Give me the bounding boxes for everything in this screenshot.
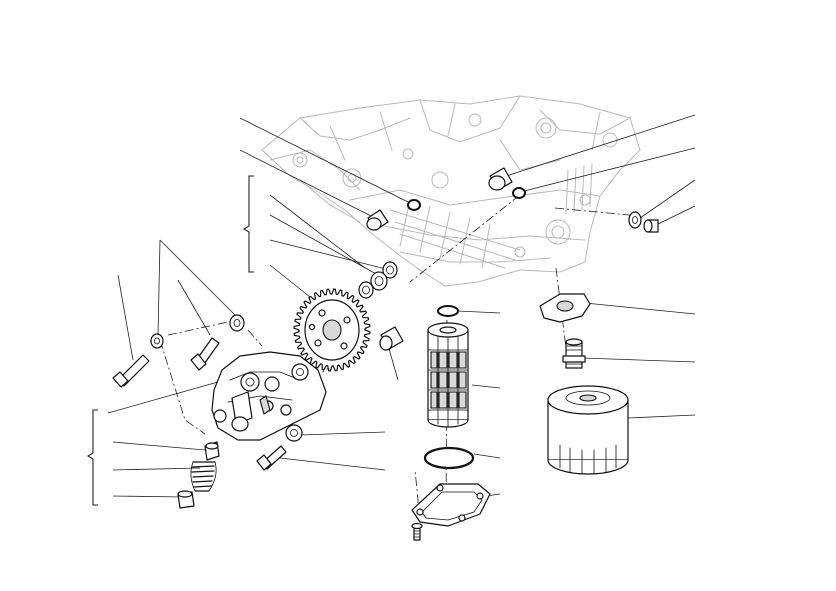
oil-pump-body	[211, 351, 327, 441]
dowel-pin-right	[488, 167, 513, 191]
pump-bush	[379, 326, 404, 351]
filter-adapter-plate	[539, 293, 591, 323]
oil-pump-gear	[293, 288, 371, 372]
pump-washer-left	[150, 333, 164, 349]
brackets	[86, 175, 254, 506]
o-ring-upper-left	[407, 199, 421, 211]
seal-washer-1	[382, 261, 398, 279]
cover-screw	[411, 522, 423, 541]
oil-filter-cartridge	[427, 322, 469, 428]
relief-valve-spring	[190, 461, 217, 492]
o-ring-upper-right	[512, 187, 526, 199]
relief-valve-plug	[177, 490, 195, 509]
pump-screw-1	[112, 354, 150, 388]
pump-screw-3	[256, 445, 287, 471]
pump-washer-top	[229, 314, 245, 332]
pump-screw-2	[190, 337, 220, 371]
relief-valve-piston	[204, 441, 220, 461]
oil-filter-canister	[547, 385, 629, 475]
seal-washer-2	[370, 271, 388, 291]
drain-plug-washer	[628, 211, 642, 229]
seal-washer-3	[358, 281, 374, 299]
pump-washer-lower	[285, 424, 303, 442]
cover-o-ring	[423, 446, 475, 470]
leader-lines	[107, 114, 696, 498]
filter-nipple	[562, 338, 586, 369]
filter-snap-ring	[437, 305, 459, 317]
dowel-pin-left	[366, 209, 389, 231]
filter-cover	[411, 483, 491, 527]
drain-plug	[643, 219, 659, 233]
crankcase-ghost	[261, 95, 641, 287]
